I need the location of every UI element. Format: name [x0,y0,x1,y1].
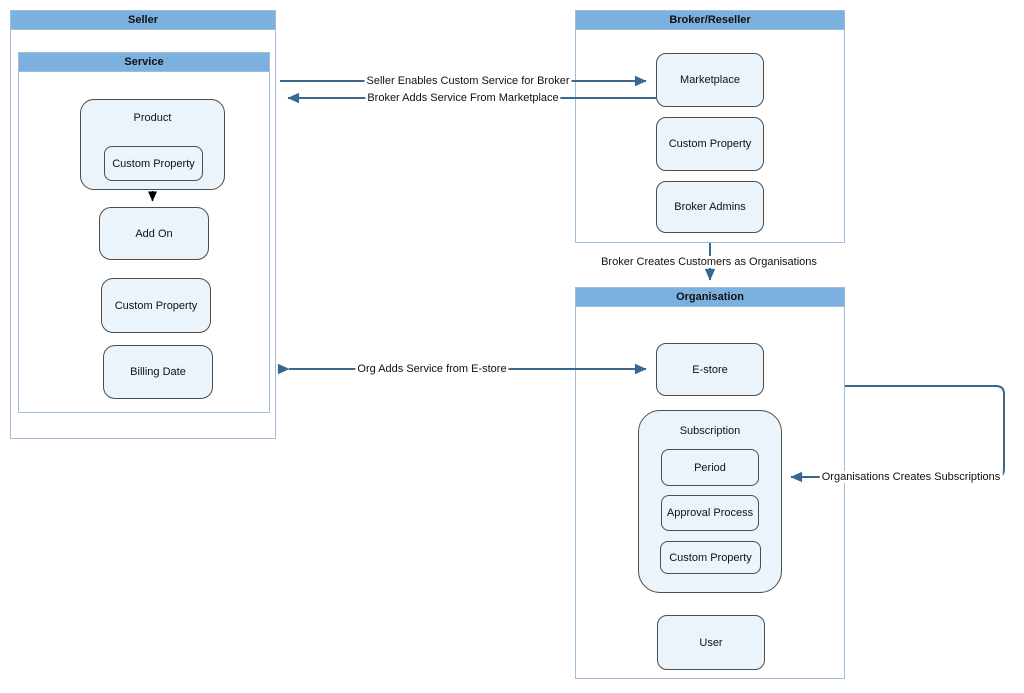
container-broker-reseller[interactable]: Broker/Reseller [575,10,845,243]
node-marketplace[interactable]: Marketplace [656,53,764,107]
container-service-title: Service [124,56,164,68]
node-broker-admins[interactable]: Broker Admins [656,181,764,233]
edge-label-organisations-creates-subscriptions: Organisations Creates Subscriptions [819,471,1003,483]
container-seller-title: Seller [128,14,158,26]
container-broker-reseller-header: Broker/Reseller [576,11,844,30]
node-broker-custom-property[interactable]: Custom Property [656,117,764,171]
node-approval-process[interactable]: Approval Process [661,495,759,531]
node-approval-process-label: Approval Process [666,507,754,519]
node-product-custom-property-label: Custom Property [112,157,195,170]
node-product-custom-property[interactable]: Custom Property [104,146,203,181]
node-product-label: Product [133,112,172,124]
node-user-label: User [699,636,723,649]
container-service[interactable]: Service [18,52,270,413]
node-subscription-custom-property[interactable]: Custom Property [660,541,761,574]
edge-label-org-adds-service: Org Adds Service from E-store [355,363,509,375]
container-seller-header: Seller [11,11,275,30]
node-add-on-label: Add On [135,227,173,240]
container-broker-reseller-title: Broker/Reseller [669,14,751,26]
edge-label-broker-adds-service: Broker Adds Service From Marketplace [365,92,561,104]
node-billing-date[interactable]: Billing Date [103,345,213,399]
container-organisation-header: Organisation [576,288,844,307]
node-broker-custom-property-label: Custom Property [668,138,752,150]
container-service-header: Service [19,53,269,72]
container-organisation[interactable]: Organisation [575,287,845,679]
node-subscription[interactable]: Subscription Period Approval Process Cus… [638,410,782,593]
node-e-store[interactable]: E-store [656,343,764,396]
node-marketplace-label: Marketplace [680,74,740,86]
node-subscription-custom-property-label: Custom Property [669,551,752,564]
node-product[interactable]: Product Custom Property [80,99,225,190]
node-user[interactable]: User [657,615,765,670]
container-seller[interactable]: Seller [10,10,276,439]
node-period[interactable]: Period [661,449,759,486]
node-subscription-label: Subscription [679,425,741,437]
node-billing-date-label: Billing Date [130,366,186,378]
node-add-on[interactable]: Add On [99,207,209,260]
container-organisation-title: Organisation [676,291,744,303]
edge-label-seller-enables-custom-service: Seller Enables Custom Service for Broker [364,75,572,87]
node-seller-custom-property-label: Custom Property [114,299,198,312]
node-seller-custom-property[interactable]: Custom Property [101,278,211,333]
node-period-label: Period [694,461,726,474]
edge-organisations-creates-subscriptions[interactable] [790,385,1005,483]
node-broker-admins-label: Broker Admins [674,201,746,213]
edge-label-broker-creates-customers: Broker Creates Customers as Organisation… [599,256,819,268]
node-e-store-label: E-store [692,363,728,376]
